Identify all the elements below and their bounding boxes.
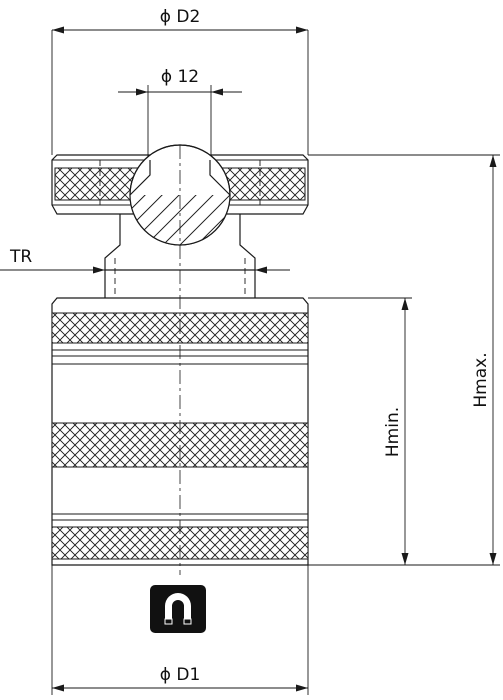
d1-label: ϕ D1 [160, 665, 201, 685]
magnet-icon [150, 585, 206, 633]
dimension-d2: ϕ D2 [51, 7, 309, 155]
tr-label: TR [9, 247, 32, 267]
dimension-12: ϕ 12 [118, 67, 242, 160]
dimension-hmin: Hmin. [308, 297, 500, 566]
dimension-d1: ϕ D1 [51, 565, 309, 695]
hmin-label: Hmin. [383, 407, 403, 457]
d12-label: ϕ 12 [161, 67, 199, 87]
d2-label: ϕ D2 [160, 7, 201, 27]
hmax-label: Hmax. [471, 352, 491, 407]
dimension-hmax: Hmax. [308, 154, 500, 565]
dimension-tr: TR [0, 247, 290, 274]
